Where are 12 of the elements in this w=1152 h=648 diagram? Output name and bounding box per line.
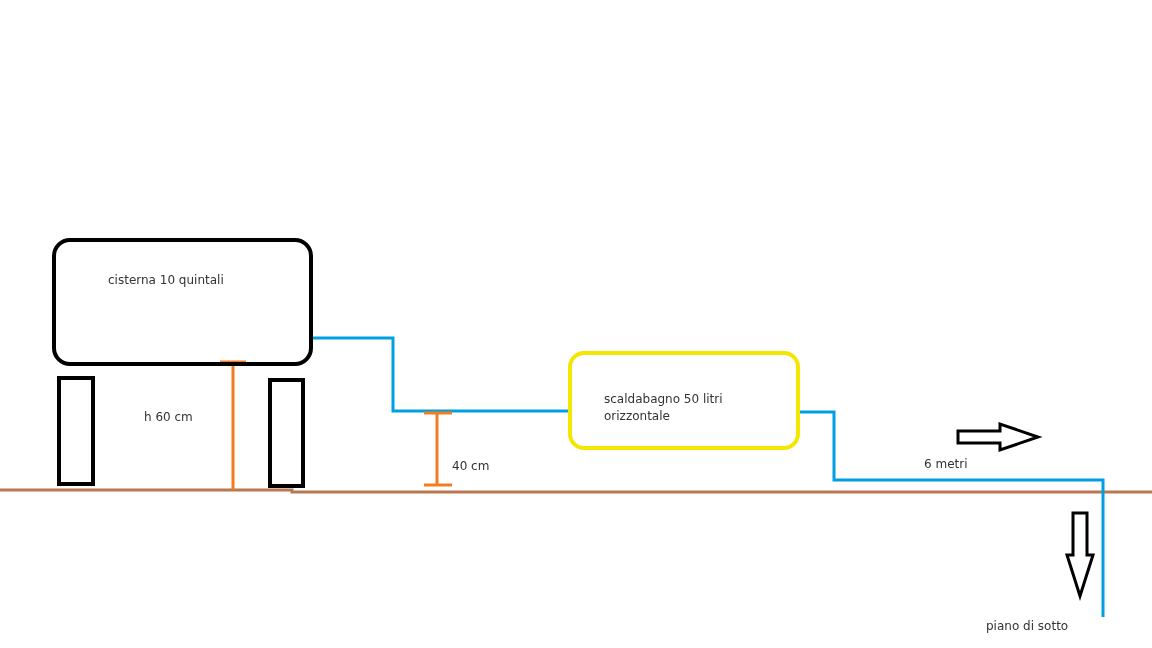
leg-box [57, 376, 95, 486]
dimension-label: 6 metri [924, 456, 968, 473]
leg-box [268, 378, 305, 488]
pipe [800, 410, 1105, 617]
node-label: cisterna 10 quintali [108, 272, 225, 289]
dimension-label: h 60 cm [144, 409, 193, 426]
note-label: piano di sotto [986, 618, 1069, 635]
node-label: scaldabagno 50 litri orizzontale [604, 391, 724, 425]
pipe [313, 336, 568, 413]
heater-box [568, 351, 800, 450]
dimension-label: 40 cm [452, 458, 490, 475]
tank-box [52, 238, 313, 366]
